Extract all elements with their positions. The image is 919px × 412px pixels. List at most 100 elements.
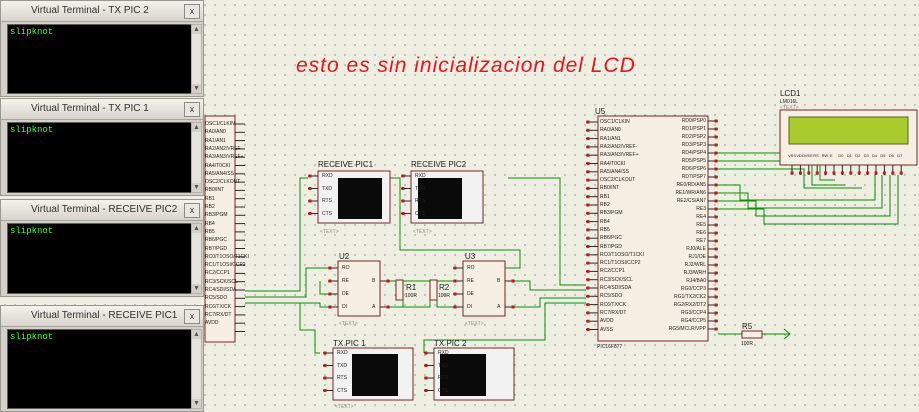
receive-pic2-text-tag: <TEXT> xyxy=(413,229,432,235)
wire-lcd-1[interactable] xyxy=(718,152,835,181)
u5-pin-label: AVDD xyxy=(600,318,614,325)
wire-lcd-2[interactable] xyxy=(718,160,845,186)
wire-lcd-6[interactable] xyxy=(718,175,891,217)
terminal-window-tx-pic1[interactable]: Virtual Terminal - TX PIC 1 x slipknot ▲… xyxy=(0,98,204,196)
pin-marker xyxy=(328,305,332,309)
left-pic-pin-label: RA3/AN3/VREF+ xyxy=(205,154,244,161)
terminal-title-receive-pic1[interactable]: Virtual Terminal - RECEIVE PIC1 xyxy=(1,306,203,327)
wire-u3-ro[interactable] xyxy=(505,280,586,291)
terminal-window-receive-pic2[interactable]: Virtual Terminal - RECEIVE PIC2 x slipkn… xyxy=(0,199,204,297)
scroll-up-icon[interactable]: ▲ xyxy=(192,224,201,233)
u2-pin-label: DI xyxy=(342,304,347,310)
close-icon[interactable]: x xyxy=(184,203,200,218)
terminal-scrollbar[interactable]: ▲ ▼ xyxy=(191,24,202,94)
u5-pin-label: RE1/WR/AN6 xyxy=(675,190,706,196)
close-icon[interactable]: x xyxy=(184,4,200,19)
scroll-down-icon[interactable]: ▼ xyxy=(192,284,201,293)
wire-u2-di[interactable] xyxy=(245,302,328,308)
terminal-screen-tx-pic2[interactable]: slipknot xyxy=(7,24,192,94)
terminal-window-receive-pic1[interactable]: Virtual Terminal - RECEIVE PIC1 x slipkn… xyxy=(0,305,204,412)
pin-marker xyxy=(586,145,590,149)
r5-body[interactable] xyxy=(741,330,763,339)
u3-pin-label: RO xyxy=(467,265,475,271)
left-pic-pin-label: RB7/PGD xyxy=(205,245,227,252)
pin-marker xyxy=(714,311,718,315)
u5-pin-label: RJ3/WRH xyxy=(683,270,706,276)
u5-body[interactable] xyxy=(597,115,709,342)
r2-body[interactable] xyxy=(429,279,438,301)
left-pic-pin-label: OSC2/CLKOUT xyxy=(205,179,241,186)
u5-pin-label: RD2/PSP2 xyxy=(681,134,706,140)
wire-lcd-5[interactable] xyxy=(718,175,883,209)
receive-pic2-pin-label: RTS xyxy=(415,198,425,204)
wire-u3-di[interactable] xyxy=(505,297,586,308)
close-icon[interactable]: x xyxy=(184,309,200,324)
terminal-scrollbar[interactable]: ▲ ▼ xyxy=(191,223,202,294)
pin-marker xyxy=(586,236,590,240)
u5-pin-label: RC2/CCP1 xyxy=(600,268,625,275)
pin-marker xyxy=(586,328,590,331)
tx-pic1-text-tag: <TEXT> xyxy=(335,404,354,410)
receive-pic1-pin-label: CTS xyxy=(322,210,332,217)
receive-pic2-pin-label: TXD xyxy=(415,185,425,192)
terminal-scrollbar[interactable]: ▲ ▼ xyxy=(191,329,202,409)
scroll-up-icon[interactable]: ▲ xyxy=(192,25,201,34)
terminal-arrow xyxy=(780,328,791,340)
terminal-screen-receive-pic2[interactable]: slipknot xyxy=(7,223,192,294)
lcd-pin-label: D0 xyxy=(838,153,844,158)
scroll-up-icon[interactable]: ▲ xyxy=(192,330,201,339)
pin-marker xyxy=(857,171,861,175)
u5-label: U5 xyxy=(595,107,606,116)
scroll-down-icon[interactable]: ▼ xyxy=(192,84,201,93)
wire-u3-b[interactable] xyxy=(436,300,453,308)
scroll-down-icon[interactable]: ▼ xyxy=(192,399,201,408)
left-pic-body[interactable] xyxy=(204,115,236,343)
lcd-pin-label: D3 xyxy=(863,153,869,158)
wire-u2-de[interactable] xyxy=(319,281,328,295)
terminal-title-tx-pic2[interactable]: Virtual Terminal - TX PIC 2 xyxy=(1,1,203,22)
pin-marker xyxy=(714,263,718,267)
pin-marker xyxy=(714,215,718,219)
u5-pin-label: RD6/PSP6 xyxy=(681,166,706,172)
pin-marker xyxy=(586,286,590,290)
terminal-screen-receive-pic1[interactable]: slipknot xyxy=(7,329,192,409)
close-icon[interactable]: x xyxy=(184,102,200,117)
pin-marker xyxy=(586,220,590,224)
u5-pin-label: RA5/AN4/SS xyxy=(600,168,629,175)
wire-lcd-7[interactable] xyxy=(718,175,899,225)
u3-body[interactable] xyxy=(462,260,506,317)
wire-rx1[interactable] xyxy=(245,177,308,292)
r1-body[interactable] xyxy=(395,279,404,301)
u5-pin-label: RG1/TX2/CK2 xyxy=(674,294,706,300)
receive-pic2-label: RECEIVE PIC2 xyxy=(411,160,467,169)
wire-tx1[interactable] xyxy=(299,303,320,354)
tx-pic2-screen xyxy=(440,354,486,396)
wire-lcd-4[interactable] xyxy=(718,175,876,201)
wire-rx2[interactable] xyxy=(508,177,586,286)
u2-body[interactable] xyxy=(337,260,381,317)
wire-u3[interactable] xyxy=(390,177,521,269)
terminal-screen-tx-pic1[interactable]: slipknot xyxy=(7,122,192,193)
scroll-down-icon[interactable]: ▼ xyxy=(192,183,201,192)
pin-marker xyxy=(874,171,878,175)
wire-r2-b[interactable] xyxy=(388,300,431,308)
terminal-output-receive-pic2: slipknot xyxy=(10,226,54,236)
receive-pic1-text-tag: <TEXT> xyxy=(320,229,339,235)
tx-pic1-screen xyxy=(352,354,398,396)
wire-u2-ro[interactable] xyxy=(245,267,328,298)
u2-pin-label: A xyxy=(372,304,376,310)
terminal-window-tx-pic2[interactable]: Virtual Terminal - TX PIC 2 x slipknot ▲… xyxy=(0,0,204,97)
terminal-title-receive-pic2[interactable]: Virtual Terminal - RECEIVE PIC2 xyxy=(1,200,203,221)
wire-tx2[interactable] xyxy=(423,302,586,353)
u5-pin-label: RA1/AN1 xyxy=(600,135,621,142)
pin-marker xyxy=(866,171,870,175)
terminal-scrollbar[interactable]: ▲ ▼ xyxy=(191,122,202,193)
pin-marker xyxy=(714,271,718,275)
scroll-up-icon[interactable]: ▲ xyxy=(192,123,201,132)
wire-lcd-3[interactable] xyxy=(718,168,862,189)
terminal-title-tx-pic1[interactable]: Virtual Terminal - TX PIC 1 xyxy=(1,99,203,120)
u2-pin-label: RE xyxy=(342,278,349,284)
lcd-screen xyxy=(788,116,909,145)
pin-marker xyxy=(424,351,428,355)
